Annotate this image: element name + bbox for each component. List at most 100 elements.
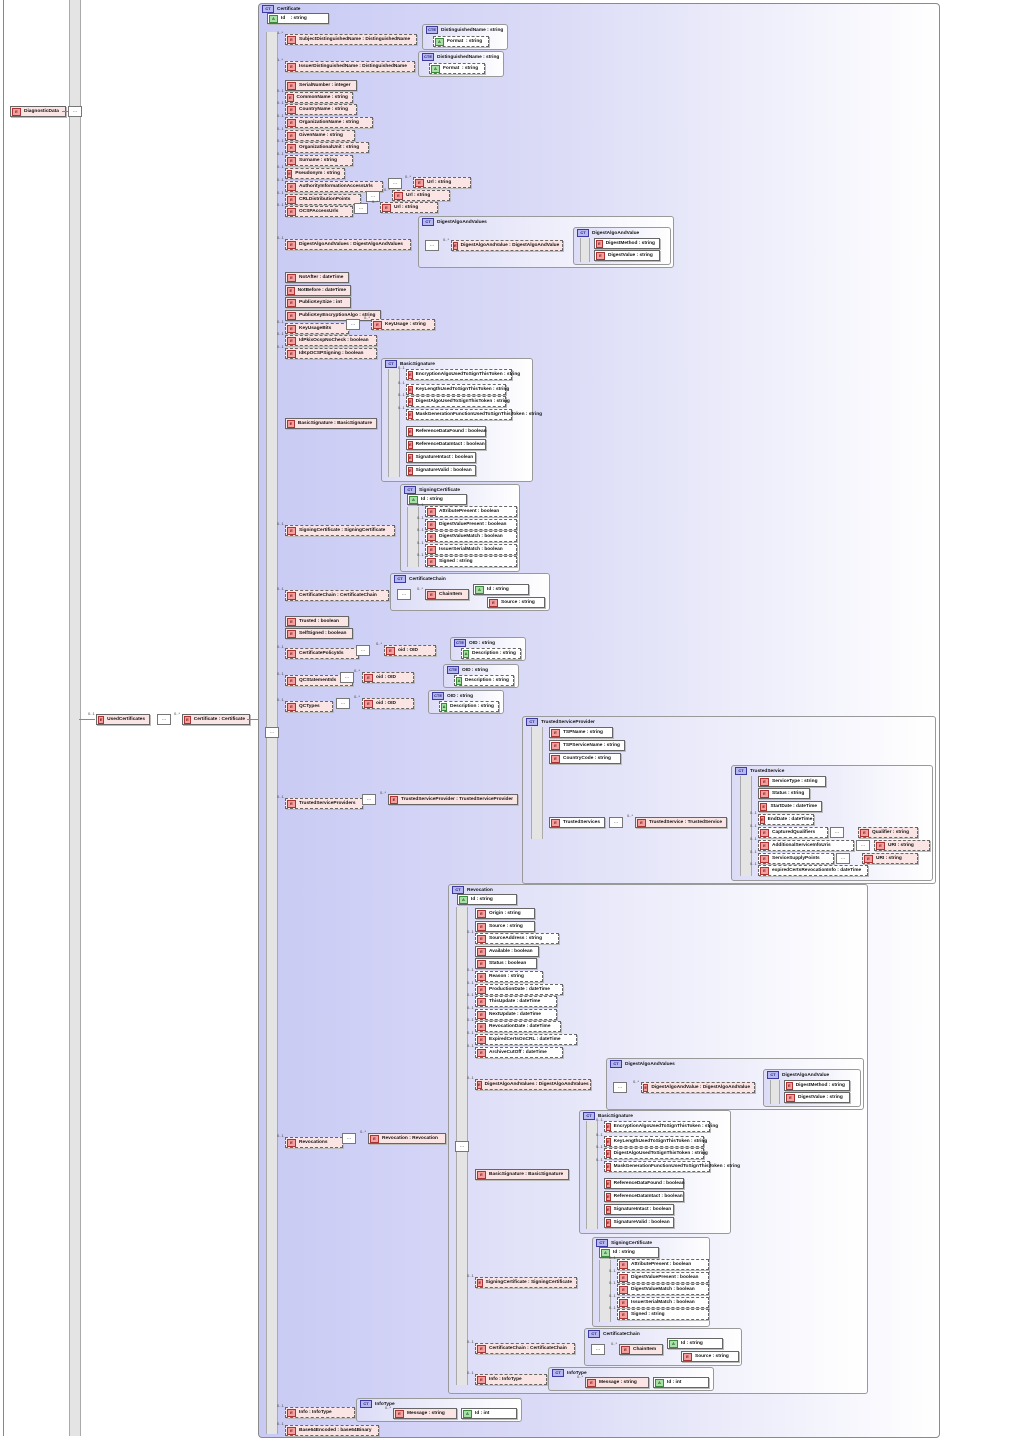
certificate-ref-element[interactable]: E Certificate : Certificate	[182, 714, 250, 725]
sequence-icon[interactable]: ⋯	[336, 698, 350, 709]
sequence-icon[interactable]: ⋯	[830, 827, 844, 838]
used-certificates-element[interactable]: E UsedCertificates	[96, 714, 150, 725]
sequence-icon[interactable]: ⋯	[366, 191, 380, 202]
sequence-icon[interactable]: ⋯	[609, 817, 623, 828]
sequence-icon[interactable]: ⋯	[362, 794, 376, 805]
sequence-icon[interactable]: ⋯	[591, 1344, 605, 1355]
sequence-icon[interactable]: ⋯	[455, 1141, 469, 1152]
certificate-sequence-icon[interactable]: ⋯	[265, 727, 279, 738]
sequence-icon[interactable]: ⋯	[613, 1082, 627, 1093]
sequence-icon[interactable]: ⋯	[388, 178, 402, 189]
sequence-icon[interactable]: ⋯	[354, 203, 368, 214]
sequence-icon[interactable]: ⋯	[68, 106, 82, 117]
sequence-icon[interactable]: ⋯	[836, 853, 850, 864]
certificate-id-attribute[interactable]: A Id : string	[267, 13, 329, 24]
sequence-icon[interactable]: ⋯	[157, 714, 171, 725]
sequence-icon[interactable]: ⋯	[346, 319, 360, 330]
